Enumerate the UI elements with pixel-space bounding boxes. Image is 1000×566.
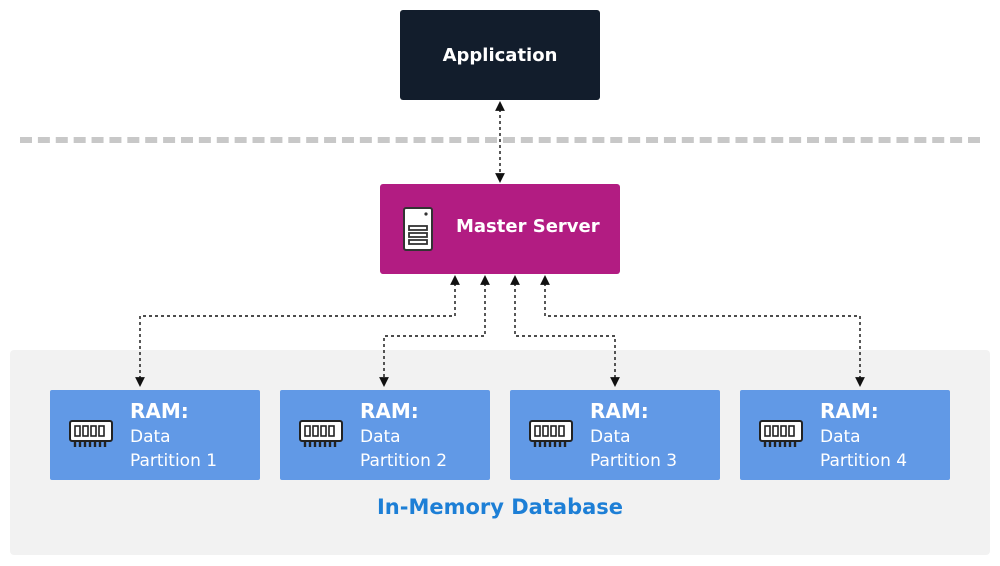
ram-line-2: Partition 3 [590,451,678,471]
master-server-label: Master Server [456,216,600,237]
server-icon [402,206,434,257]
application-node: Application [400,10,600,100]
connector-partition-3 [510,275,620,387]
application-label: Application [442,44,558,66]
ram-line-2: Partition 2 [360,451,448,471]
ram-line-1: Data [590,427,631,447]
database-label: In-Memory Database [376,495,624,519]
ram-line-1: Data [820,427,861,447]
ram-title: RAM: [820,399,879,423]
memory-chip-icon [528,419,574,453]
ram-partition-4: RAM: Data Partition 4 [740,390,950,480]
ram-title: RAM: [360,399,419,423]
connector-partition-2 [379,275,490,387]
ram-line-1: Data [130,427,171,447]
ram-line-1: Data [360,427,401,447]
memory-chip-icon [758,419,804,453]
ram-title: RAM: [130,399,189,423]
connector-partition-1 [135,275,460,387]
ram-partition-3: RAM: Data Partition 3 [510,390,720,480]
master-server-node: Master Server [380,184,620,274]
ram-partition-1: RAM: Data Partition 1 [50,390,260,480]
memory-chip-icon [298,419,344,453]
memory-chip-icon [68,419,114,453]
ram-line-2: Partition 1 [130,451,218,471]
ram-title: RAM: [590,399,649,423]
ram-line-2: Partition 4 [820,451,908,471]
connector-partition-4 [540,275,865,387]
ram-partition-2: RAM: Data Partition 2 [280,390,490,480]
